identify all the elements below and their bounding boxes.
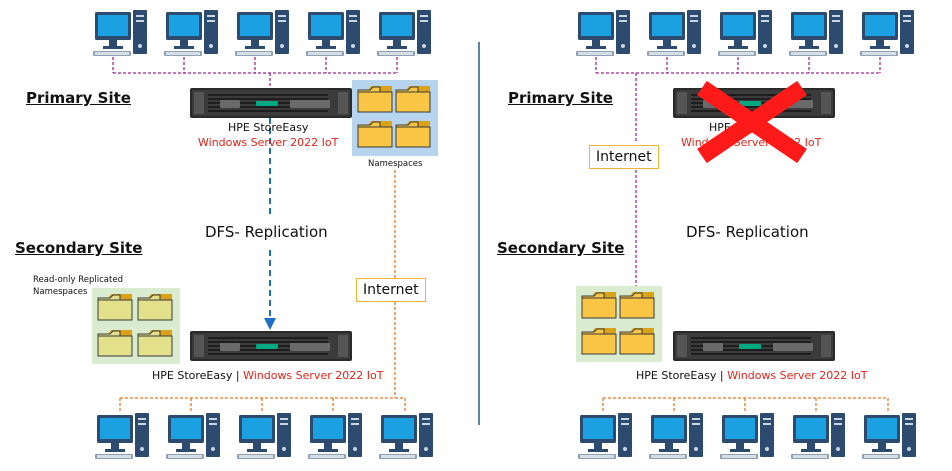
computer-icon xyxy=(308,413,362,459)
computer-icon xyxy=(649,413,703,459)
folder-icon xyxy=(395,85,431,113)
secondary-server-name: HPE StoreEasy xyxy=(152,369,233,382)
computer-icon xyxy=(860,10,914,56)
computer-icon xyxy=(379,413,433,459)
failover-internet-label: Internet xyxy=(589,145,659,169)
dfs-replication-label: DFS- Replication xyxy=(205,223,328,241)
separator: | xyxy=(232,369,244,382)
primary-server-name: HPE StoreEasy xyxy=(228,121,309,134)
computer-icon xyxy=(862,413,916,459)
arrow-head-icon xyxy=(264,318,276,330)
folder-icon xyxy=(357,120,393,148)
computer-icon xyxy=(720,413,774,459)
computer-icon xyxy=(235,10,289,56)
secondary-server-os: Windows Server 2022 IoT xyxy=(243,369,384,382)
folder-icon xyxy=(97,329,133,357)
failover-server-os-partial: Windows Server 2022 IoT xyxy=(681,136,822,149)
namespaces-label: Namespaces xyxy=(368,159,423,169)
secondary-network-bus xyxy=(119,397,406,412)
computer-icon xyxy=(578,413,632,459)
computer-icon xyxy=(791,413,845,459)
folder-icon xyxy=(395,120,431,148)
folder-icon xyxy=(619,327,655,355)
replicated-label-line1: Read-only Replicated xyxy=(33,275,123,285)
computer-icon xyxy=(576,10,630,56)
secondary-client-pcs xyxy=(95,413,433,459)
folder-icon xyxy=(581,327,617,355)
replicated-label-line2: Namespaces xyxy=(33,287,88,297)
failover-secondary-client-pcs xyxy=(578,413,916,459)
folder-icon xyxy=(97,293,133,321)
failover-secondary-server-icon xyxy=(673,331,835,361)
primary-client-pcs xyxy=(93,10,431,56)
folder-icon xyxy=(137,293,173,321)
computer-icon xyxy=(789,10,843,56)
folder-icon xyxy=(357,85,393,113)
primary-network-bus xyxy=(112,57,398,88)
computer-icon xyxy=(93,10,147,56)
computer-icon xyxy=(377,10,431,56)
folder-icon xyxy=(619,291,655,319)
computer-icon xyxy=(95,413,149,459)
failover-primary-network-bus xyxy=(595,57,881,288)
failover-primary-site-label: Primary Site xyxy=(508,89,613,107)
failover-secondary-server-caption: HPE StoreEasy | Windows Server 2022 IoT xyxy=(636,369,867,382)
computer-icon xyxy=(306,10,360,56)
failover-server-os: Windows Server 2022 IoT xyxy=(727,369,868,382)
failover-server-name: HPE StoreEasy xyxy=(636,369,717,382)
computer-icon xyxy=(718,10,772,56)
computer-icon xyxy=(237,413,291,459)
secondary-server-caption: HPE StoreEasy | Windows Server 2022 IoT xyxy=(152,369,383,382)
failover-dfs-replication-label: DFS- Replication xyxy=(686,223,809,241)
failover-primary-client-pcs xyxy=(576,10,914,56)
folder-icon xyxy=(137,329,173,357)
internet-label: Internet xyxy=(356,278,426,302)
primary-server-icon xyxy=(190,88,352,118)
failover-secondary-network-bus xyxy=(602,397,889,412)
failover-server-name-partial: HPE xyxy=(709,121,731,134)
separator: | xyxy=(716,369,728,382)
secondary-site-label: Secondary Site xyxy=(15,239,143,257)
failover-secondary-site-label: Secondary Site xyxy=(497,239,625,257)
primary-site-label: Primary Site xyxy=(26,89,131,107)
computer-icon xyxy=(166,413,220,459)
primary-server-os: Windows Server 2022 IoT xyxy=(198,136,339,149)
computer-icon xyxy=(164,10,218,56)
computer-icon xyxy=(647,10,701,56)
folder-icon xyxy=(581,291,617,319)
secondary-server-icon xyxy=(190,331,352,361)
